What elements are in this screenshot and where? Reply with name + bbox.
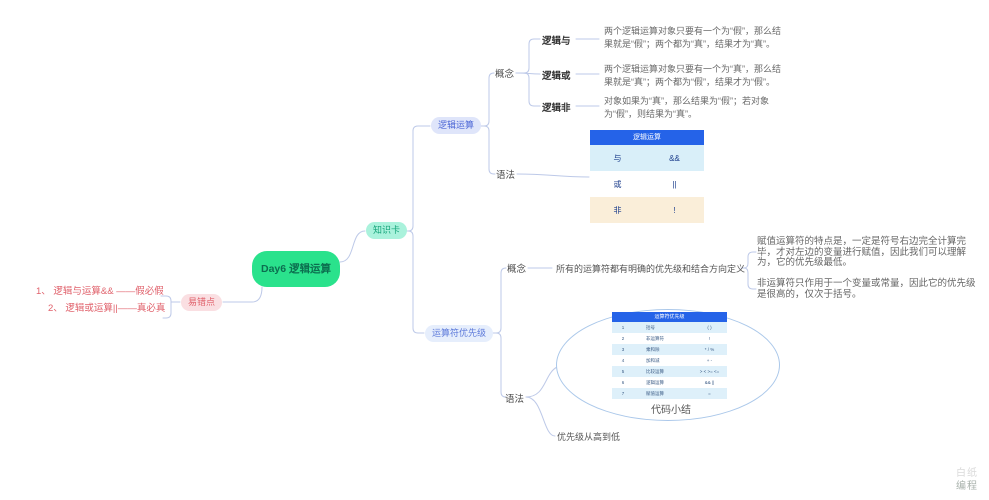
central-topic[interactable]: Day6 逻辑运算 <box>252 251 340 287</box>
prec-name: 赋值运算 <box>646 390 664 396</box>
mistake-list: 1、 逻辑与运算&& ——假必假 2、 逻辑或运算||——真必真 <box>36 285 172 315</box>
op-name: 与 <box>613 153 622 163</box>
table-row: 1 括号 ( ) <box>612 322 727 333</box>
prec-name: 括号 <box>646 324 655 330</box>
wire-prec-concept <box>491 267 507 334</box>
brand-watermark: 白纸 编程 <box>948 467 986 493</box>
prec-symbol: > < >= <= <box>699 369 720 374</box>
op-symbol: || <box>672 179 677 189</box>
wire-concept-not <box>515 72 541 107</box>
precedence-order-note[interactable]: 优先级从高到低 <box>557 432 621 442</box>
prec-name: 非运算符 <box>646 335 664 341</box>
brand-watermark-line1: 白纸 <box>956 468 978 479</box>
prec-symbol: + - <box>706 358 713 363</box>
table-row: 3 乘和除 * / % <box>612 344 727 355</box>
prec-no: 4 <box>621 358 625 363</box>
wire-concept-and <box>515 38 541 74</box>
op-name: 非 <box>613 205 622 215</box>
wire-knowledge-logic <box>404 125 431 232</box>
op-symbol: ! <box>673 205 676 215</box>
label-precedence-syntax[interactable]: 语法 <box>505 394 525 405</box>
prec-name: 加和减 <box>646 357 660 363</box>
prec-symbol: = <box>708 391 711 396</box>
prec-no: 1 <box>621 325 625 330</box>
prec-name: 逻辑运算 <box>646 379 664 385</box>
table-row: 5 比较运算 > < >= <= <box>612 366 727 377</box>
precedence-table-header: 运算符优先级 <box>612 312 727 322</box>
wire-syntax2-note <box>525 396 556 437</box>
wire-logic-concept <box>478 72 495 127</box>
wire-logic-syntax <box>478 125 496 175</box>
prec-symbol: && || <box>704 380 715 385</box>
op-symbol: && <box>669 153 680 163</box>
wire-prec-syntax <box>491 332 507 398</box>
desc-logic-and[interactable]: 两个逻辑运算对象只要有一个为“假”，那么结果就是“假”；两个都为“真”，结果才为… <box>604 26 781 49</box>
label-logic-syntax[interactable]: 语法 <box>496 170 516 181</box>
wire-syntax2-ellipse <box>525 366 558 398</box>
precedence-table[interactable]: 运算符优先级 1 括号 ( ) 2 非运算符 ! 3 乘和除 * / % 4 加… <box>612 312 727 399</box>
wire-text-note-2 <box>740 267 757 290</box>
wire-knowledge-precedence <box>404 230 425 334</box>
term-logic-not[interactable]: 逻辑非 <box>542 103 571 114</box>
prec-symbol: ! <box>708 336 711 341</box>
term-logic-or[interactable]: 逻辑或 <box>542 71 571 82</box>
prec-no: 2 <box>621 336 625 341</box>
prec-name: 比较运算 <box>646 368 664 374</box>
label-logic-concept[interactable]: 概念 <box>495 69 515 80</box>
logic-syntax-table[interactable]: 逻辑运算 与 && 或 || 非 ! <box>590 130 704 223</box>
label-precedence-concept[interactable]: 概念 <box>507 264 527 275</box>
table-row: 4 加和减 + - <box>612 355 727 366</box>
precedence-note-not-operator[interactable]: 非运算符只作用于一个变量或常量，因此它的优先级是很高的，仅次于括号。 <box>757 278 976 300</box>
brand-watermark-line2: 编程 <box>956 481 978 492</box>
prec-no: 6 <box>621 380 625 385</box>
wire-central-mistake <box>222 286 263 303</box>
table-row: 6 逻辑运算 && || <box>612 377 727 388</box>
table-row: 与 && <box>590 145 704 171</box>
prec-no: 3 <box>621 347 625 352</box>
prec-name: 乘和除 <box>646 346 660 352</box>
table-row: 7 赋值运算 = <box>612 388 727 399</box>
branch-mistakes[interactable]: 易错点 <box>181 294 223 311</box>
op-name: 或 <box>613 179 622 189</box>
wire-mistake-item-2 <box>162 301 172 319</box>
table-row: 非 ! <box>590 197 704 223</box>
branch-knowledge-card[interactable]: 知识卡 <box>366 222 408 239</box>
prec-no: 5 <box>621 369 625 374</box>
table-row: 或 || <box>590 171 704 197</box>
wire-syntax-table <box>516 173 590 178</box>
desc-logic-or[interactable]: 两个逻辑运算对象只要有一个为“真”，那么结果就是“真”；两个都为“假”，结果才为… <box>604 64 781 87</box>
precedence-concept-text[interactable]: 所有的运算符都有明确的优先级和结合方向定义 <box>556 264 746 274</box>
logic-table-header: 逻辑运算 <box>590 130 704 145</box>
desc-logic-not[interactable]: 对象如果为“真”，那么结果为“假”；若对象为“假”，则结果为“真”。 <box>604 96 769 119</box>
table-row: 2 非运算符 ! <box>612 333 727 344</box>
wire-central-knowledge <box>339 230 366 263</box>
mistake-item[interactable]: 2、 逻辑或运算||——真必真 <box>48 303 166 314</box>
wire-mistake-item-1 <box>160 295 172 303</box>
prec-no: 7 <box>621 391 625 396</box>
node-operator-precedence[interactable]: 运算符优先级 <box>425 325 494 342</box>
precedence-note-assignment[interactable]: 赋值运算符的特点是，一定是符号右边完全计算完毕，才对左边的变量进行赋值，因此我们… <box>757 236 967 268</box>
node-logic-operations[interactable]: 逻辑运算 <box>431 117 482 134</box>
term-logic-and[interactable]: 逻辑与 <box>542 36 571 47</box>
prec-symbol: * / % <box>704 347 715 352</box>
code-summary-caption[interactable]: 代码小结 <box>651 405 691 416</box>
mistake-item[interactable]: 1、 逻辑与运算&& ——假必假 <box>36 286 164 297</box>
prec-symbol: ( ) <box>707 325 712 330</box>
